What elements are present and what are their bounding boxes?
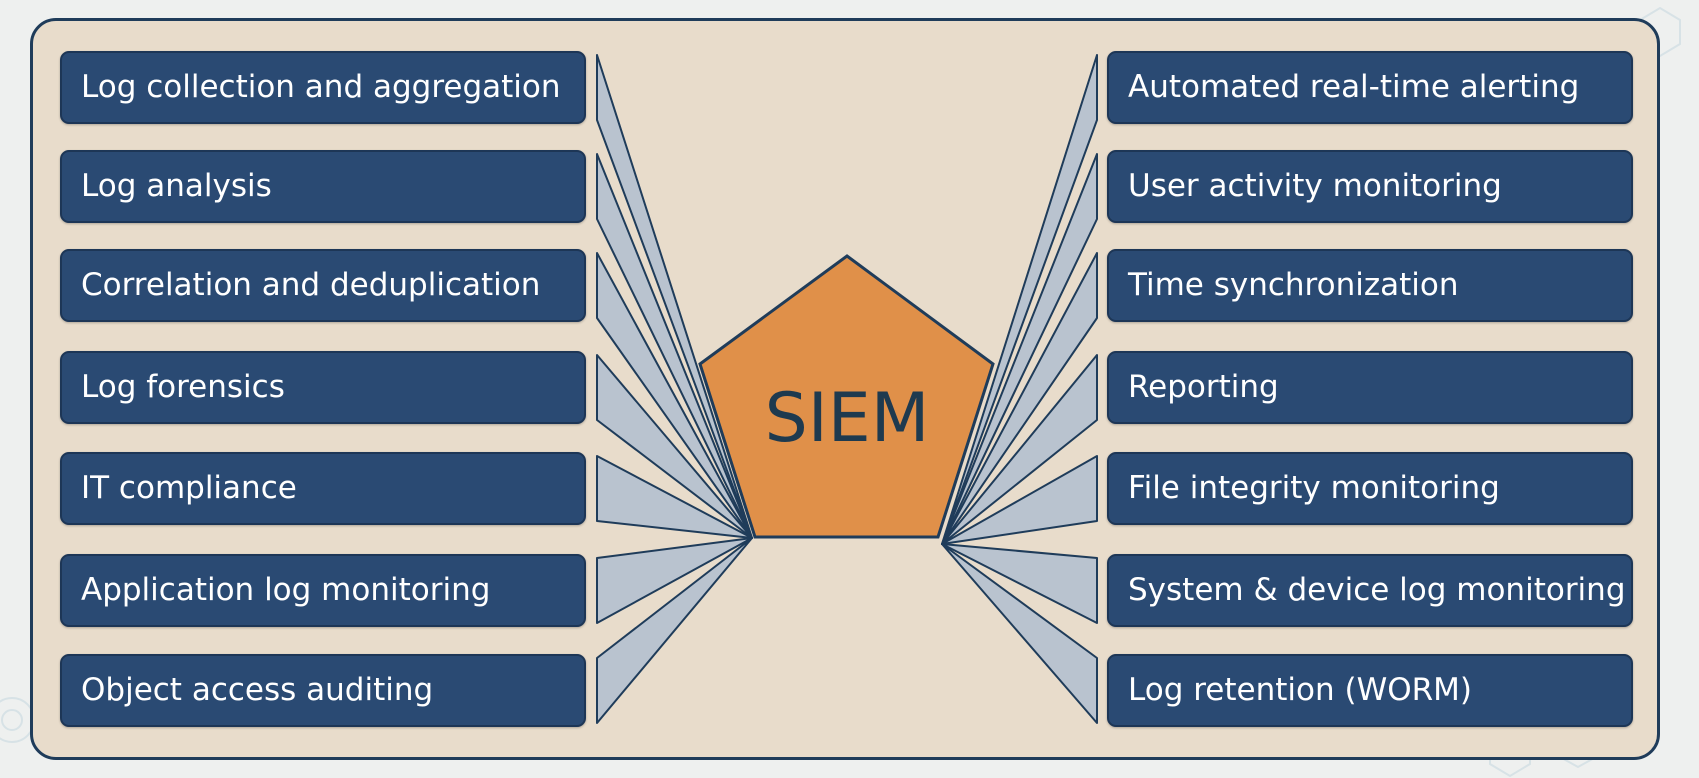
- feature-log-analysis: Log analysis: [60, 150, 586, 223]
- left-connector-6: [596, 537, 753, 624]
- feature-time-synchronization: Time synchronization: [1107, 249, 1633, 322]
- feature-log-forensics: Log forensics: [60, 351, 586, 424]
- feature-it-compliance: IT compliance: [60, 452, 586, 525]
- right-connector-7: [941, 543, 1098, 724]
- right-connector-6: [941, 543, 1098, 624]
- left-connector-2: [596, 153, 753, 539]
- right-connector-3: [941, 252, 1098, 545]
- feature-correlation-and-deduplication: Correlation and deduplication: [60, 249, 586, 322]
- connector-group: [596, 54, 1098, 724]
- right-connector-4: [941, 354, 1098, 545]
- feature-file-integrity-monitoring: File integrity monitoring: [1107, 452, 1633, 525]
- siem-label: SIEM: [765, 379, 930, 458]
- feature-log-retention-worm: Log retention (WORM): [1107, 654, 1633, 727]
- left-connector-1: [596, 54, 753, 539]
- left-connector-7: [596, 537, 753, 724]
- feature-application-log-monitoring: Application log monitoring: [60, 554, 586, 627]
- feature-log-collection-and-aggregation: Log collection and aggregation: [60, 51, 586, 124]
- feature-system-and-device-log-monitoring: System & device log monitoring: [1107, 554, 1633, 627]
- right-connector-1: [941, 54, 1098, 545]
- feature-reporting: Reporting: [1107, 351, 1633, 424]
- left-connector-4: [596, 354, 753, 539]
- right-connector-5: [941, 455, 1098, 545]
- feature-automated-real-time-alerting: Automated real-time alerting: [1107, 51, 1633, 124]
- left-connector-5: [596, 455, 753, 539]
- siem-pentagon: [698, 254, 995, 539]
- feature-user-activity-monitoring: User activity monitoring: [1107, 150, 1633, 223]
- right-connector-2: [941, 153, 1098, 545]
- feature-object-access-auditing: Object access auditing: [60, 654, 586, 727]
- left-connector-3: [596, 252, 753, 539]
